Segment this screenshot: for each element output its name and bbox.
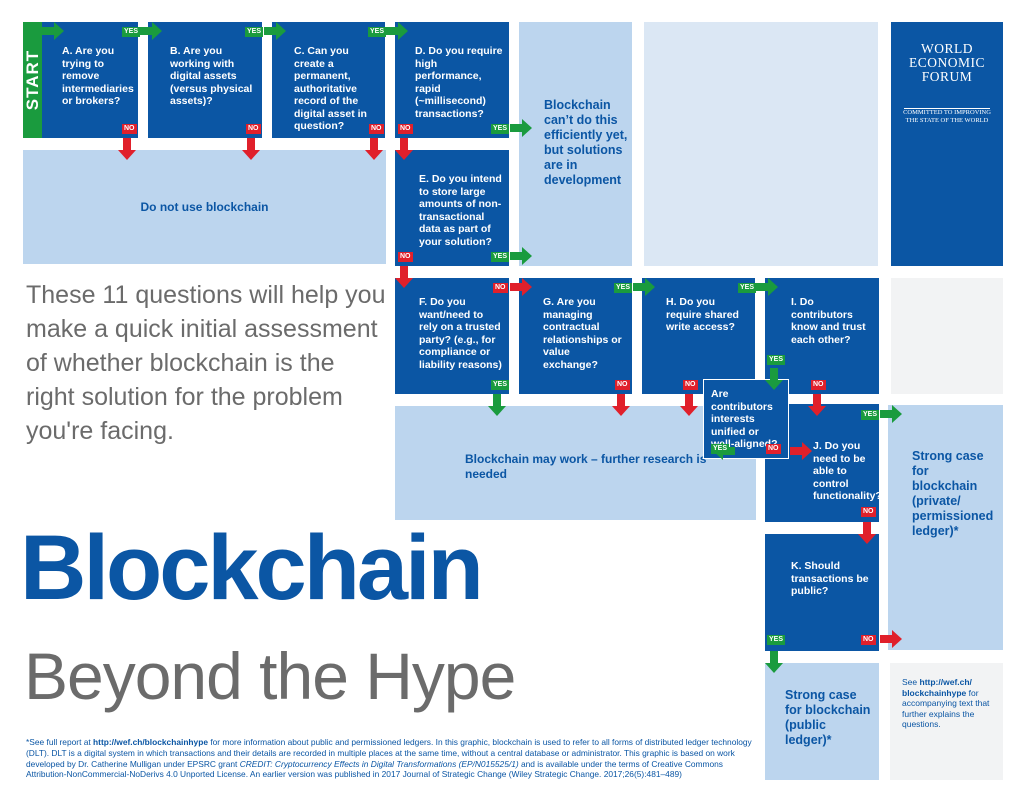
arrow-g-yes bbox=[633, 278, 655, 296]
arrow-h-yes bbox=[756, 278, 778, 296]
wef-tagline: COMMITTED TO IMPROVING THE STATE OF THE … bbox=[903, 109, 991, 124]
tag-yes-d: YES bbox=[491, 124, 510, 134]
outcome-may-work: Blockchain may work – further research i… bbox=[395, 406, 756, 520]
arrow-k-yes bbox=[765, 651, 783, 673]
arrow-i-no bbox=[808, 394, 826, 416]
arrow-f-yes bbox=[488, 394, 506, 416]
footnote: *See full report at http://wef.ch/blockc… bbox=[26, 737, 752, 780]
tag-no-i: NO bbox=[811, 380, 826, 390]
arrow-j-yes bbox=[880, 405, 902, 423]
arrow-b-yes bbox=[264, 22, 286, 40]
question-h: H. Do you require shared write access? bbox=[642, 278, 755, 394]
wef-name-line3: FORUM bbox=[921, 69, 973, 84]
arrow-k-no bbox=[880, 630, 902, 648]
blank-panel-right bbox=[891, 278, 1003, 394]
question-a: A. Are you trying to remove intermediari… bbox=[42, 22, 138, 138]
tag-no-h: NO bbox=[683, 380, 698, 390]
outcome-cant-do-yet: Blockchain can’t do this efficiently yet… bbox=[519, 22, 632, 266]
wef-divider bbox=[904, 108, 990, 109]
arrow-c-yes bbox=[386, 22, 408, 40]
tag-no-c: NO bbox=[369, 124, 384, 134]
blank-panel-top bbox=[644, 22, 878, 266]
arrow-a-yes bbox=[140, 22, 162, 40]
tag-yes-e: YES bbox=[491, 252, 510, 262]
subtitle-beyond-the-hype: Beyond the Hype bbox=[24, 639, 516, 713]
question-d: D. Do you require high performance, rapi… bbox=[395, 22, 509, 138]
footnote-link[interactable]: http://wef.ch/blockchainhype bbox=[93, 737, 208, 747]
outcome-public-ledger: Strong case for blockchain (public ledge… bbox=[765, 663, 879, 780]
tag-yes-f: YES bbox=[491, 380, 510, 390]
question-g: G. Are you managing contractual relation… bbox=[519, 278, 632, 394]
tag-no-g: NO bbox=[615, 380, 630, 390]
arrow-b-no bbox=[242, 138, 260, 160]
question-f: F. Do you want/need to rely on a trusted… bbox=[395, 278, 509, 394]
tag-yes-i: YES bbox=[767, 355, 786, 365]
tag-yes-k: YES bbox=[767, 635, 786, 645]
question-i: I. Do contributors know and trust each o… bbox=[765, 278, 879, 394]
arrow-f-no bbox=[510, 278, 532, 296]
outcome-do-not-use: Do not use blockchain bbox=[23, 150, 386, 264]
tag-no-a: NO bbox=[122, 124, 137, 134]
outcome-private-ledger: Strong case for blockchain (private/ per… bbox=[888, 405, 1003, 650]
tag-yes-g: YES bbox=[614, 283, 633, 293]
arrow-h-no bbox=[680, 394, 698, 416]
tag-yes-h: YES bbox=[738, 283, 757, 293]
wef-logo: WORLD ECONOMIC FORUM COMMITTED TO IMPROV… bbox=[891, 22, 1003, 266]
question-aligned: Are contributors interests unified or we… bbox=[703, 379, 789, 459]
tag-yes-j: YES bbox=[861, 410, 880, 420]
see-note-box: See http://wef.ch/ blockchainhype for ac… bbox=[890, 663, 1003, 780]
tag-yes-a: YES bbox=[122, 27, 141, 37]
tag-no-f: NO bbox=[493, 283, 508, 293]
tag-no-d: NO bbox=[398, 124, 413, 134]
tag-no-k: NO bbox=[861, 635, 876, 645]
wef-name-line1: WORLD bbox=[921, 41, 973, 56]
arrow-g-no bbox=[612, 394, 630, 416]
arrow-i-yes bbox=[765, 368, 783, 390]
arrow-j-no bbox=[858, 522, 876, 544]
tag-no-aligned: NO bbox=[766, 444, 781, 454]
tag-yes-aligned: YES bbox=[711, 444, 730, 454]
arrow-e-yes bbox=[510, 247, 532, 265]
arrow-e-no bbox=[395, 266, 413, 288]
arrow-a-no bbox=[118, 138, 136, 160]
wef-name-line2: ECONOMIC bbox=[908, 55, 985, 70]
question-e: E. Do you intend to store large amounts … bbox=[395, 150, 509, 266]
tag-no-b: NO bbox=[246, 124, 261, 134]
question-c: C. Can you create a permanent, authorita… bbox=[272, 22, 385, 138]
tag-no-e: NO bbox=[398, 252, 413, 262]
arrow-d-no bbox=[395, 138, 413, 160]
start-label: START bbox=[23, 22, 42, 138]
question-k: K. Should transactions be public? bbox=[765, 534, 879, 651]
intro-text: These 11 questions will help you make a … bbox=[26, 281, 386, 445]
see-note-link[interactable]: http://wef.ch/ blockchainhype bbox=[902, 677, 972, 698]
arrow-aligned-no bbox=[790, 442, 812, 460]
arrow-start-to-a bbox=[42, 22, 64, 40]
tag-yes-c: YES bbox=[368, 27, 387, 37]
title-blockchain: Blockchain bbox=[20, 517, 484, 619]
arrow-d-yes bbox=[510, 119, 532, 137]
question-b: B. Are you working with digital assets (… bbox=[148, 22, 262, 138]
arrow-c-no bbox=[365, 138, 383, 160]
tag-yes-b: YES bbox=[245, 27, 264, 37]
tag-no-j: NO bbox=[861, 507, 876, 517]
